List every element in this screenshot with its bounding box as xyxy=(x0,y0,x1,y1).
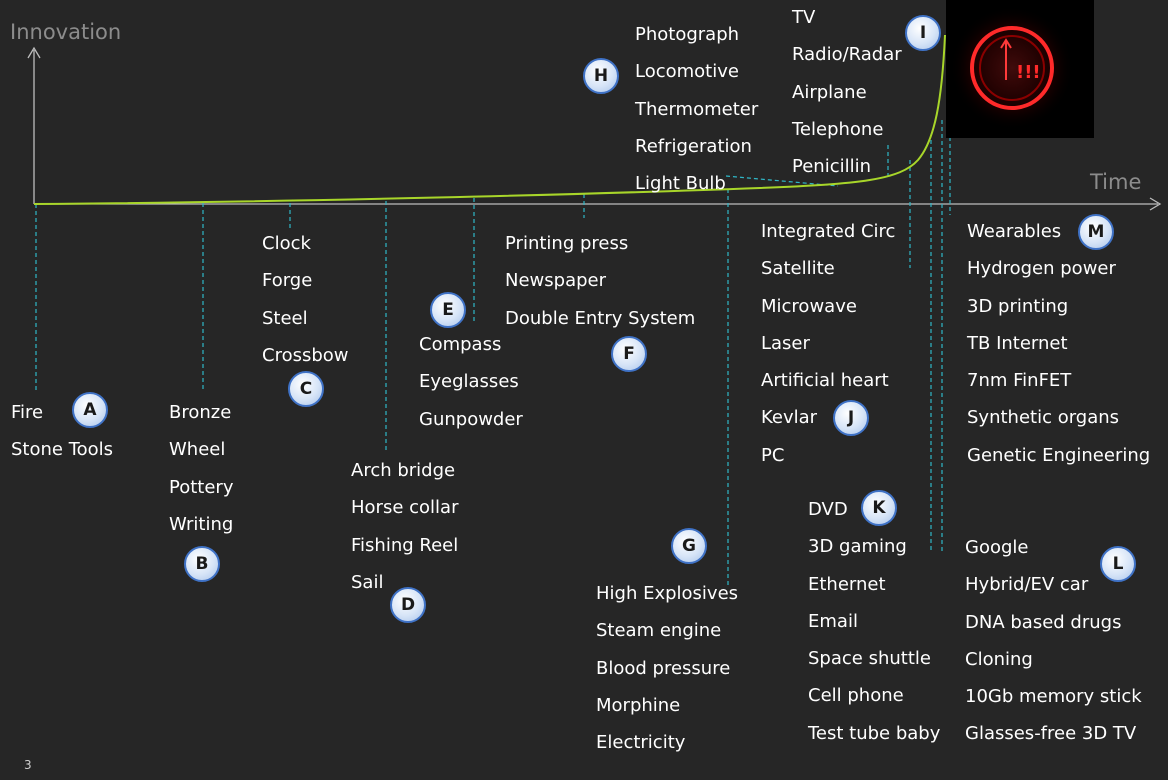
item-dna-based-drugs: DNA based drugs xyxy=(965,611,1122,633)
warning-power-icon: !!! xyxy=(946,0,1094,138)
badge-f: F xyxy=(611,336,647,372)
badge-m: M xyxy=(1078,214,1114,250)
item-photograph: Photograph xyxy=(635,24,740,45)
group-c: Clock Forge Steel Crossbow xyxy=(262,233,349,382)
item-genetic-engineering: Genetic Engineering xyxy=(967,444,1151,466)
item-email: Email xyxy=(808,610,858,632)
badge-k: K xyxy=(861,490,897,526)
page-number: 3 xyxy=(24,758,32,772)
group-l: Google Hybrid/EV car DNA based drugs Clo… xyxy=(965,537,1142,761)
badge-d: D xyxy=(390,587,426,623)
item-cell-phone: Cell phone xyxy=(808,685,904,707)
badge-i: I xyxy=(905,15,941,51)
item-radio-radar: Radio/Radar xyxy=(792,44,902,66)
item-high-explosives: High Explosives xyxy=(596,583,739,604)
warning-symbol: !!! xyxy=(1016,62,1041,83)
item-glasses-free-3d-tv: Glasses-free 3D TV xyxy=(965,723,1137,745)
badge-e: E xyxy=(430,292,466,328)
item-forge: Forge xyxy=(262,270,313,292)
item-hybrid-ev-car: Hybrid/EV car xyxy=(965,574,1089,596)
item-ethernet: Ethernet xyxy=(808,573,886,595)
item-gunpowder: Gunpowder xyxy=(419,408,523,430)
y-axis-arrow xyxy=(27,46,41,59)
item-pc: PC xyxy=(761,444,785,466)
badge-h: H xyxy=(583,58,619,94)
item-newspaper: Newspaper xyxy=(505,270,606,292)
item-satellite: Satellite xyxy=(761,258,835,280)
item-locomotive: Locomotive xyxy=(635,61,739,83)
item-3d-printing: 3D printing xyxy=(967,295,1069,317)
item-steel: Steel xyxy=(262,307,308,329)
item-fishing-reel: Fishing Reel xyxy=(351,534,459,556)
item-writing: Writing xyxy=(169,513,234,535)
item-space-shuttle: Space shuttle xyxy=(808,648,931,670)
item-cloning: Cloning xyxy=(965,648,1033,670)
item-refrigeration: Refrigeration xyxy=(635,135,752,157)
item-tb-internet: TB Internet xyxy=(967,332,1068,354)
item-fire: Fire xyxy=(11,402,44,423)
badge-a: A xyxy=(72,392,108,428)
item-printing-press: Printing press xyxy=(505,233,629,254)
badge-b: B xyxy=(184,546,220,582)
x-axis-arrow xyxy=(1149,197,1162,211)
y-axis-label: Innovation xyxy=(10,20,122,44)
item-thermometer: Thermometer xyxy=(635,98,759,120)
item-steam-engine: Steam engine xyxy=(596,620,722,642)
item-kevlar: Kevlar xyxy=(761,407,818,429)
item-arch-bridge: Arch bridge xyxy=(351,460,456,481)
badge-g: G xyxy=(671,528,707,564)
item-dvd: DVD xyxy=(808,499,848,520)
item-laser: Laser xyxy=(761,332,810,354)
group-m: Wearables Hydrogen power 3D printing TB … xyxy=(967,221,1150,482)
item-wheel: Wheel xyxy=(169,439,226,461)
item-crossbow: Crossbow xyxy=(262,344,349,366)
item-electricity: Electricity xyxy=(596,732,686,754)
warning-power-graphic: !!! xyxy=(950,6,1074,130)
item-compass: Compass xyxy=(419,334,502,355)
group-j: Integrated Circ Satellite Microwave Lase… xyxy=(761,221,895,482)
group-h: Photograph Locomotive Thermometer Refrig… xyxy=(635,24,758,210)
item-eyeglasses: Eyeglasses xyxy=(419,371,519,393)
item-tv: TV xyxy=(792,7,816,28)
item-light-bulb: Light Bulb xyxy=(635,173,726,195)
item-telephone: Telephone xyxy=(792,118,884,140)
item-integrated-circ: Integrated Circ xyxy=(761,221,896,242)
item-artificial-heart: Artificial heart xyxy=(761,370,889,392)
item-microwave: Microwave xyxy=(761,295,857,317)
badge-c: C xyxy=(288,371,324,407)
item-clock: Clock xyxy=(262,233,311,254)
item-google: Google xyxy=(965,537,1029,558)
item-double-entry-system: Double Entry System xyxy=(505,307,696,329)
badge-j: J xyxy=(833,400,869,436)
group-i: TV Radio/Radar Airplane Telephone Penici… xyxy=(792,7,902,193)
item-bronze: Bronze xyxy=(169,402,232,423)
item-penicillin: Penicillin xyxy=(792,156,872,178)
item-7nm-finfet: 7nm FinFET xyxy=(967,370,1072,392)
item-blood-pressure: Blood pressure xyxy=(596,657,731,679)
item-morphine: Morphine xyxy=(596,694,681,716)
innovation-curve xyxy=(33,34,946,205)
item-10gb-memory-stick: 10Gb memory stick xyxy=(965,686,1142,708)
item-horse-collar: Horse collar xyxy=(351,497,459,519)
item-hydrogen-power: Hydrogen power xyxy=(967,258,1116,280)
group-f: Printing press Newspaper Double Entry Sy… xyxy=(505,233,695,345)
item-wearables: Wearables xyxy=(967,221,1062,242)
group-a: Fire Stone Tools xyxy=(11,402,113,477)
item-synthetic-organs: Synthetic organs xyxy=(967,407,1120,429)
item-sail: Sail xyxy=(351,571,384,593)
item-stone-tools: Stone Tools xyxy=(11,439,114,461)
item-test-tube-baby: Test tube baby xyxy=(808,722,941,744)
group-e: Compass Eyeglasses Gunpowder xyxy=(419,334,523,446)
x-axis-label: Time xyxy=(1090,170,1142,194)
item-pottery: Pottery xyxy=(169,476,234,498)
group-d: Arch bridge Horse collar Fishing Reel Sa… xyxy=(351,460,458,609)
group-k: DVD 3D gaming Ethernet Email Space shutt… xyxy=(808,499,940,760)
item-airplane: Airplane xyxy=(792,81,867,103)
group-b: Bronze Wheel Pottery Writing xyxy=(169,402,233,551)
group-g: High Explosives Steam engine Blood press… xyxy=(596,583,738,769)
item-3d-gaming: 3D gaming xyxy=(808,536,907,558)
badge-l: L xyxy=(1100,546,1136,582)
